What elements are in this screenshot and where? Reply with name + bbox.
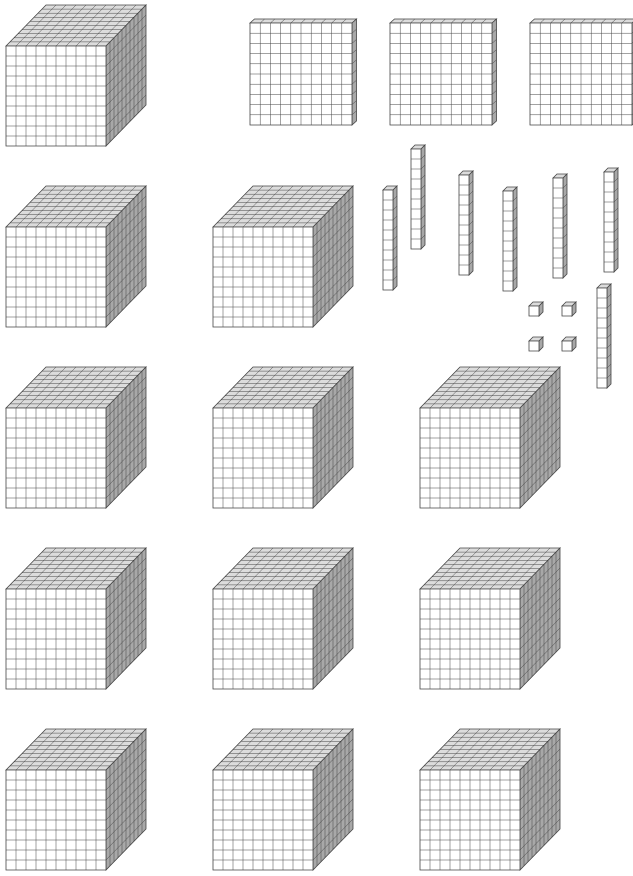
ten-rod bbox=[383, 186, 397, 290]
unit-cube bbox=[529, 302, 543, 316]
ten-rod bbox=[553, 174, 567, 278]
thousand-cube bbox=[213, 367, 353, 508]
hundred-flat bbox=[390, 19, 497, 125]
unit-cube bbox=[562, 337, 576, 351]
thousand-cube bbox=[6, 367, 146, 508]
ten-rod bbox=[503, 187, 517, 291]
hundred-flat bbox=[250, 19, 357, 125]
thousand-cube bbox=[6, 548, 146, 689]
unit-cube bbox=[562, 302, 576, 316]
ten-rod bbox=[411, 145, 425, 249]
thousand-cube bbox=[213, 729, 353, 870]
ten-rod bbox=[604, 168, 618, 272]
ten-rod bbox=[597, 284, 611, 388]
thousand-cube bbox=[420, 548, 560, 689]
ten-rod bbox=[459, 171, 473, 275]
thousand-cube bbox=[6, 729, 146, 870]
thousand-cube bbox=[6, 186, 146, 327]
thousand-cube bbox=[213, 186, 353, 327]
thousand-cube bbox=[213, 548, 353, 689]
thousand-cube bbox=[420, 729, 560, 870]
thousand-cube bbox=[6, 5, 146, 146]
thousand-cube bbox=[420, 367, 560, 508]
unit-cube bbox=[529, 337, 543, 351]
hundred-flat bbox=[530, 19, 633, 125]
